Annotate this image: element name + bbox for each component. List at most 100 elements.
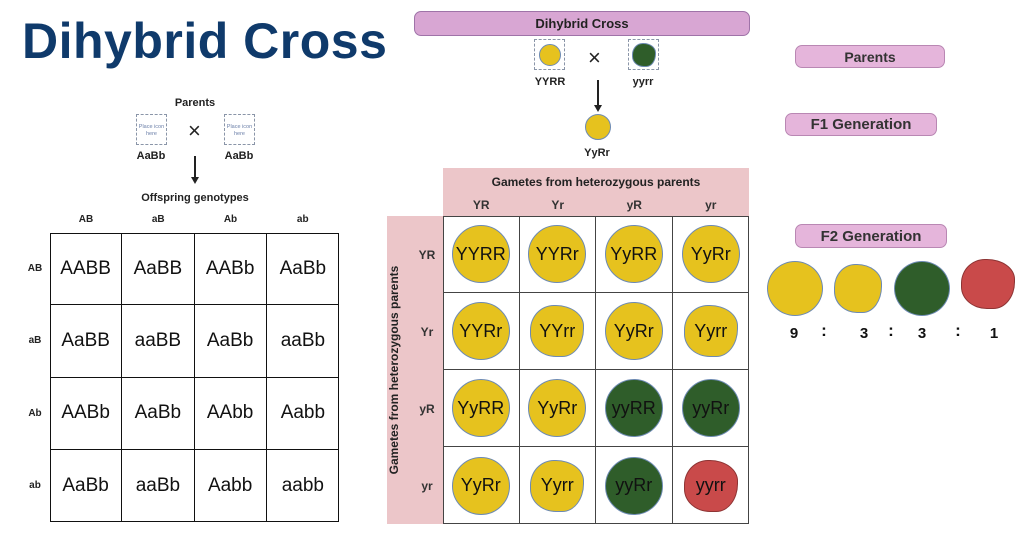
offspring-cell: YyRr: [443, 447, 520, 524]
offspring-cell: YyRR: [443, 370, 520, 447]
cross-icon: ×: [188, 118, 201, 143]
f2-yellow-round-pea-icon: [767, 261, 823, 316]
icon-placeholder-right: Place icon here: [224, 114, 255, 145]
gametes-top-title: Gametes from heterozygous parents: [491, 175, 701, 189]
yellow-wrinkled-pea: YYrr: [530, 305, 585, 357]
offspring-label: Offspring genotypes: [141, 192, 249, 204]
gamete-column-header: yr: [705, 198, 717, 212]
offspring-cell: Yyrr: [672, 293, 749, 370]
yellow-wrinkled-pea: Yyrr: [683, 305, 738, 357]
f2-green-wrinkled-pea-icon: [961, 259, 1015, 309]
yellow-round-pea: YyRR: [604, 225, 663, 283]
genotype-cell: aaBb: [266, 305, 339, 378]
gamete-row-header: YR: [418, 248, 436, 262]
f2-yellow-wrinkled-pea-icon: [834, 264, 882, 313]
gamete-row-header: Yr: [420, 325, 434, 339]
genotype-cell: Aabb: [195, 449, 267, 522]
offspring-cell: YYRR: [443, 216, 520, 293]
ratio-colon-3: :: [955, 321, 961, 340]
arrow-down-icon-center: [597, 80, 599, 106]
parent2-frame: [628, 39, 659, 70]
f1-genotype: YyRr: [584, 147, 610, 159]
icon-placeholder-left: Place icon here: [136, 114, 167, 145]
yellow-round-pea: YYRR: [451, 225, 510, 283]
f1-yellow-pea-icon: [585, 114, 611, 140]
offspring-cell: YyRr: [519, 370, 596, 447]
yellow-round-pea: YYRr: [528, 225, 587, 283]
genotype-cell: AaBb: [194, 305, 267, 378]
genotype-cell: aabb: [281, 474, 325, 496]
green-round-pea: yyRr: [681, 379, 740, 437]
ratio-value-2: 3: [859, 325, 869, 342]
green-round-pea: yyRR: [604, 379, 663, 437]
genotype-cell: AABB: [50, 233, 123, 306]
row-header: aB: [28, 335, 42, 347]
parent1-frame: [534, 39, 565, 70]
offspring-cell: YYRr: [443, 293, 520, 370]
gamete-column-header: Yr: [551, 198, 565, 212]
gamete-column-header: yR: [626, 198, 642, 212]
ratio-value-3: 3: [917, 325, 927, 342]
offspring-cell: YyRr: [672, 216, 749, 293]
cross-icon-center: ×: [588, 45, 601, 70]
ratio-colon-2: :: [888, 321, 894, 340]
parent2-genotype: AaBb: [224, 150, 254, 162]
f1-pill: F1 Generation: [785, 113, 937, 136]
yellow-round-pea: YyRr: [604, 302, 663, 360]
gamete-row-header: yR: [419, 402, 435, 416]
column-header: Ab: [223, 214, 238, 225]
row-header: AB: [27, 263, 43, 274]
offspring-cell: YyRR: [596, 216, 673, 293]
offspring-cell: YYRr: [519, 216, 596, 293]
column-header: ab: [296, 214, 309, 225]
column-header: AB: [78, 214, 94, 225]
gametes-left-band: [387, 216, 443, 524]
genotype-cell: AaBb: [50, 449, 123, 522]
yellow-round-pea: YYRr: [451, 302, 510, 360]
genotype-cell: AaBb: [122, 377, 195, 450]
gametes-left-title: Gametes from heterozygous parents: [387, 265, 401, 475]
yellow-round-pea: YyRR: [451, 379, 510, 437]
offspring-cell: yyRr: [596, 447, 673, 524]
parent1-genotype: AaBb: [136, 150, 166, 162]
offspring-cell: yyRR: [596, 370, 673, 447]
center-title-banner: Dihybrid Cross: [414, 11, 750, 36]
ratio-colon-1: :: [821, 321, 827, 340]
genotype-cell: AABb: [194, 233, 267, 306]
genotype-cell: AaBB: [122, 233, 195, 306]
gamete-column-header: YR: [472, 198, 490, 212]
parent2-genotype-center: yyrr: [632, 76, 654, 88]
genotype-cell: aaBB: [122, 305, 195, 378]
genotype-cell: aaBb: [122, 449, 195, 522]
genotype-cell: Aabb: [266, 378, 339, 450]
f2-pill: F2 Generation: [795, 224, 947, 248]
arrow-head-icon-center: [594, 105, 602, 112]
row-header: ab: [29, 479, 41, 491]
offspring-cell: YyRr: [596, 293, 673, 370]
yellow-wrinkled-pea: Yyrr: [530, 459, 585, 512]
offspring-cell: Yyrr: [520, 447, 596, 524]
offspring-cell: yyrr: [673, 447, 750, 524]
genotype-cell: AaBb: [266, 233, 339, 306]
yellow-round-pea: YyRr: [451, 456, 510, 515]
genotype-cell: AAbb: [194, 377, 267, 450]
yellow-round-pea: YyRr: [528, 379, 587, 437]
red-wrinkled-pea: yyrr: [683, 459, 738, 512]
ratio-value-4: 1: [989, 325, 999, 342]
parents-label: Parents: [174, 97, 216, 109]
gametes-top-band: [443, 168, 749, 216]
yellow-round-pea: YyRr: [681, 225, 740, 283]
parents-pill: Parents: [795, 45, 945, 68]
genotype-cell: AABb: [50, 377, 123, 450]
yellow-round-pea-icon: [539, 44, 561, 66]
genotype-cell: AaBB: [50, 305, 123, 378]
green-round-pea: yyRr: [604, 456, 663, 515]
row-header: Ab: [28, 407, 42, 419]
offspring-cell: YYrr: [519, 293, 596, 370]
arrow-down-icon: [194, 156, 196, 178]
arrow-head-icon: [191, 177, 199, 184]
ratio-value-1: 9: [789, 325, 799, 342]
green-wrinkled-pea-icon: [632, 43, 656, 67]
